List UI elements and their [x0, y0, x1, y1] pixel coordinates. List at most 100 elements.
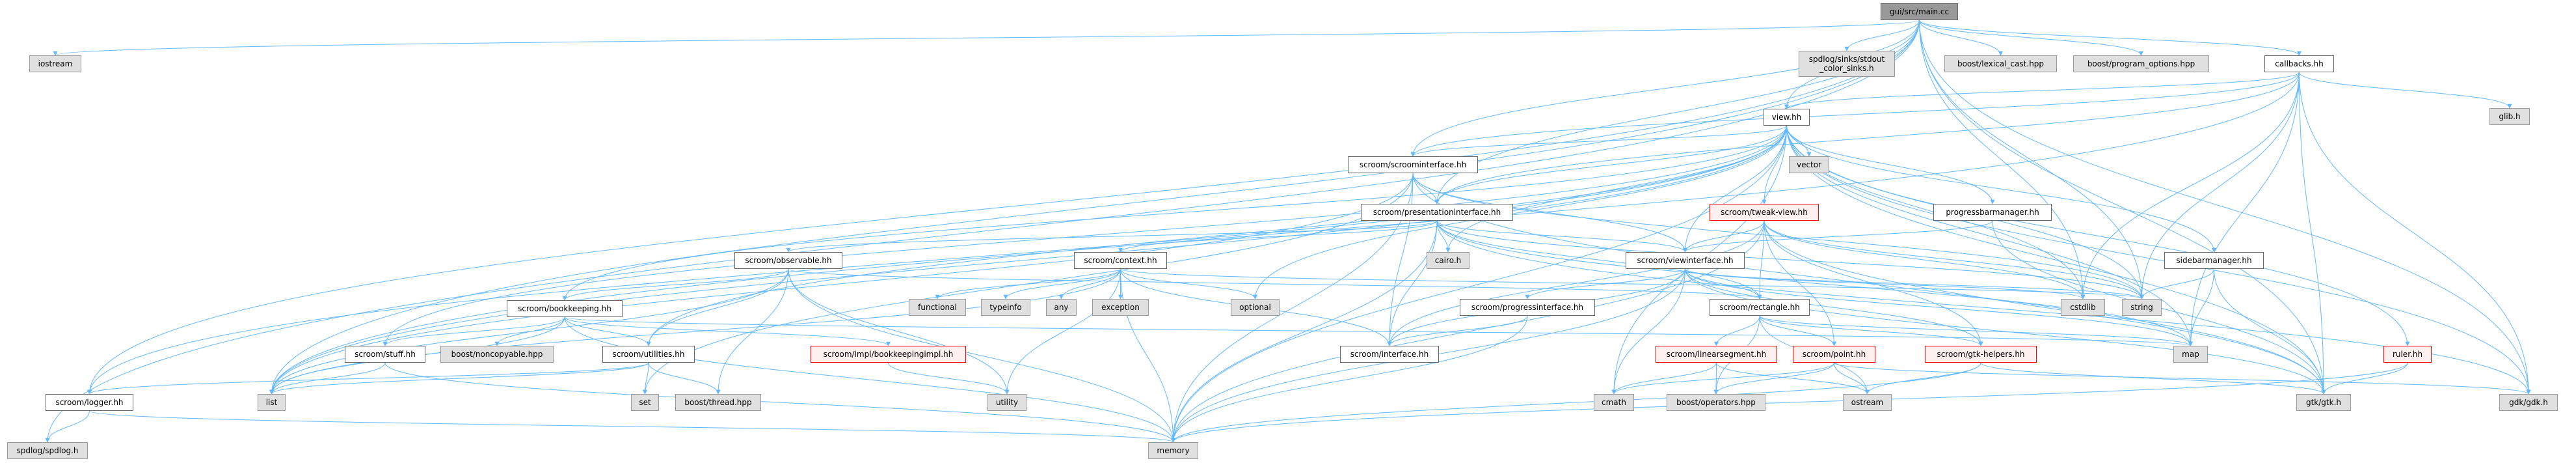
edge-bookkeeping-to-bkimpl	[564, 316, 891, 346]
edge-callbacks-to-view	[1784, 72, 2300, 109]
node-exception[interactable]: exception	[1092, 299, 1149, 316]
node-interface[interactable]: scroom/interface.hh	[1340, 346, 1439, 363]
node-context[interactable]: scroom/context.hh	[1074, 252, 1167, 269]
node-utilities[interactable]: scroom/utilities.hh	[602, 346, 695, 363]
edge-sidebar-to-map	[2188, 268, 2214, 346]
edge-tweak-to-point	[1764, 220, 1836, 346]
edge-logger-to-spdlog	[45, 410, 90, 443]
edge-ruler-to-memory	[1171, 362, 2408, 443]
edge-viewif-to-cmath	[1611, 268, 1685, 395]
node-pbm[interactable]: progressbarmanager.hh	[1933, 204, 2052, 221]
node-bkimpl[interactable]: scroom/impl/bookkeepingimpl.hh	[811, 346, 966, 363]
node-main[interactable]: gui/src/main.cc	[1881, 3, 1958, 20]
edge-presif-to-map	[1436, 220, 2193, 346]
node-vector[interactable]: vector	[1789, 156, 1829, 173]
node-optional[interactable]: optional	[1231, 299, 1280, 316]
edge-view-to-list	[269, 125, 1787, 395]
edge-progif-to-interface	[1387, 315, 1528, 346]
edge-sidebar-to-gtk	[2214, 268, 2326, 395]
edge-observable-to-utility	[788, 268, 1010, 395]
node-linseg[interactable]: scroom/linearsegment.hh	[1656, 346, 1777, 363]
edge-utilities-to-list	[269, 362, 649, 395]
node-cstdlib[interactable]: cstdlib	[2061, 299, 2105, 316]
edge-viewif-to-string	[1685, 268, 2144, 300]
edge-viewif-to-map	[1685, 268, 2193, 346]
edge-presif-to-viewif	[1436, 220, 1687, 253]
node-ostream[interactable]: ostream	[1843, 394, 1892, 411]
node-spdlog[interactable]: spdlog/spdlog.h	[7, 442, 88, 459]
node-cmath[interactable]: cmath	[1594, 394, 1634, 411]
edge-point-to-ostream	[1834, 362, 1870, 395]
node-callbacks[interactable]: callbacks.hh	[2264, 55, 2334, 72]
edge-bookkeeping-to-map	[564, 316, 2193, 346]
edge-callbacks-to-gdk	[2299, 72, 2531, 395]
node-functional[interactable]: functional	[909, 299, 966, 316]
node-memory[interactable]: memory	[1148, 442, 1198, 459]
node-any[interactable]: any	[1046, 299, 1077, 316]
node-gtkhelpers[interactable]: scroom/gtk-helpers.hh	[1925, 346, 2037, 363]
edge-gtkhelpers-to-gtk	[1980, 362, 2326, 395]
node-progif[interactable]: scroom/progressinterface.hh	[1460, 299, 1595, 316]
edge-scroomif-to-list	[269, 173, 1414, 395]
edge-main-to-lexical	[1919, 20, 2003, 56]
node-typeinfo[interactable]: typeinfo	[981, 299, 1030, 316]
edge-viewif-to-gtk	[1685, 268, 2326, 395]
node-ruler[interactable]: ruler.hh	[2383, 346, 2432, 363]
edge-observable-to-utilities	[646, 268, 789, 346]
edge-presif-to-gdk	[1436, 220, 2531, 395]
node-scroomif[interactable]: scroom/scroominterface.hh	[1348, 156, 1478, 173]
node-sidebar[interactable]: sidebarmanager.hh	[2164, 252, 2264, 269]
edge-callbacks-to-map	[2188, 72, 2300, 346]
node-bookkeeping[interactable]: scroom/bookkeeping.hh	[507, 300, 623, 317]
edge-bookkeeping-to-memory	[564, 316, 1175, 443]
node-lexical[interactable]: boost/lexical_cast.hpp	[1944, 55, 2057, 72]
node-utility[interactable]: utility	[987, 394, 1026, 411]
node-point[interactable]: scroom/point.hh	[1793, 346, 1875, 363]
edge-point-to-gdk	[1834, 362, 2531, 395]
edge-logger-to-memory	[89, 410, 1175, 443]
edge-view-to-presif	[1434, 125, 1787, 204]
edge-pbm-to-viewif	[1683, 220, 1993, 253]
edge-view-to-utilities	[646, 125, 1787, 346]
edge-gtkhelpers-to-memory	[1171, 362, 1981, 443]
edge-view-to-memory	[1171, 125, 1787, 443]
node-rectangle[interactable]: scroom/rectangle.hh	[1710, 299, 1810, 316]
edge-bookkeeping-to-noncopyable	[494, 316, 565, 346]
edge-view-to-scroomif	[1410, 125, 1787, 157]
edge-context-to-optional	[1120, 268, 1257, 300]
node-logger[interactable]: scroom/logger.hh	[46, 394, 133, 411]
node-glib[interactable]: glib.h	[2489, 108, 2530, 125]
node-gdk[interactable]: gdk/gdk.h	[2499, 394, 2558, 411]
edge-viewif-to-cstdlib	[1685, 268, 2086, 300]
edge-point-to-cmath	[1611, 362, 1834, 395]
edge-presif-to-context	[1118, 220, 1438, 253]
node-noncopyable[interactable]: boost/noncopyable.hpp	[440, 346, 554, 363]
node-progopts[interactable]: boost/program_options.hpp	[2073, 55, 2209, 72]
edge-main-to-gtk	[1919, 20, 2326, 395]
node-viewif[interactable]: scroom/viewinterface.hh	[1626, 252, 1745, 269]
node-string[interactable]: string	[2122, 299, 2162, 316]
edge-bookkeeping-to-stuff	[382, 316, 565, 346]
edge-context-to-any	[1059, 268, 1121, 300]
edge-tweak-to-cstdlib	[1764, 220, 2086, 300]
node-set[interactable]: set	[631, 394, 659, 411]
node-gtk[interactable]: gtk/gtk.h	[2296, 394, 2351, 411]
node-observable[interactable]: scroom/observable.hh	[734, 252, 842, 269]
node-list[interactable]: list	[258, 394, 286, 411]
node-operators[interactable]: boost/operators.hpp	[1667, 394, 1765, 411]
node-cairo[interactable]: cairo.h	[1427, 252, 1469, 269]
edge-view-to-stuff	[382, 125, 1787, 346]
node-sinks[interactable]: spdlog/sinks/stdout _color_sinks.h	[1799, 51, 1895, 77]
node-thread[interactable]: boost/thread.hpp	[675, 394, 761, 411]
node-map[interactable]: map	[2173, 346, 2208, 363]
node-stuff[interactable]: scroom/stuff.hh	[345, 346, 425, 363]
edge-view-to-pbm	[1786, 125, 1995, 204]
node-iostream[interactable]: iostream	[29, 55, 81, 72]
node-tweak[interactable]: scroom/tweak-view.hh	[1710, 204, 1819, 221]
edge-context-to-typeinfo	[1003, 268, 1121, 300]
node-presif[interactable]: scroom/presentationinterface.hh	[1361, 204, 1513, 221]
edge-main-to-spdlog	[45, 20, 1920, 443]
edge-progif-to-memory	[1171, 315, 1528, 443]
node-view[interactable]: view.hh	[1764, 109, 1810, 126]
